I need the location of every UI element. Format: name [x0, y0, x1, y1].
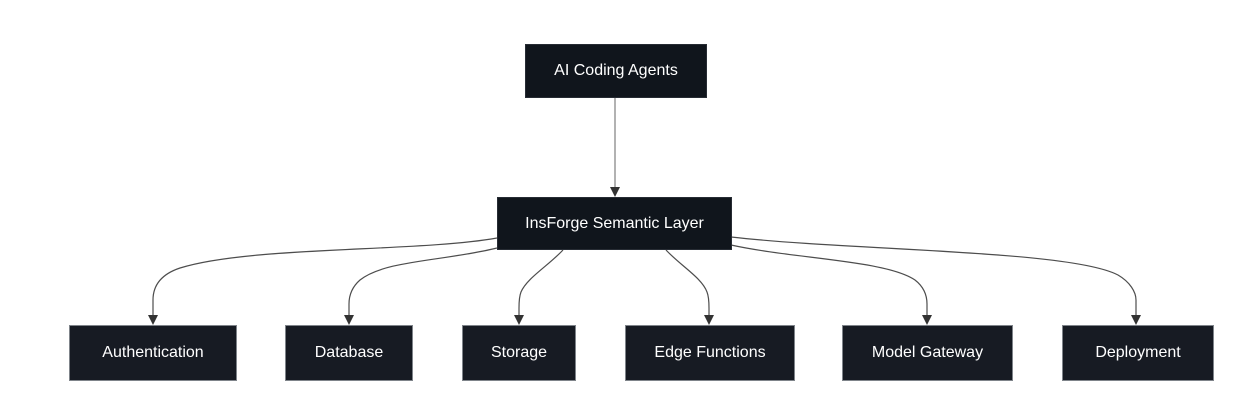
- node-label: Storage: [490, 344, 548, 361]
- edge-line: [665, 249, 710, 315]
- edge-insforge-to-database: [344, 247, 498, 325]
- arrowhead-icon: [514, 315, 524, 325]
- arrowhead-icon: [1131, 315, 1141, 325]
- node-label: Database: [314, 344, 384, 361]
- edge-insforge-to-storage: [514, 249, 564, 325]
- node-deployment: Deployment: [1062, 325, 1214, 381]
- node-label: Authentication: [102, 344, 204, 361]
- edge-insforge-to-model-gateway: [730, 244, 932, 325]
- edge-line: [730, 244, 928, 315]
- edge-agents-to-insforge: [610, 98, 620, 197]
- arrowhead-icon: [148, 315, 158, 325]
- arrowhead-icon: [610, 187, 620, 197]
- node-edge-functions: Edge Functions: [625, 325, 795, 381]
- arrowhead-icon: [704, 315, 714, 325]
- node-label: AI Coding Agents: [554, 62, 678, 79]
- arrowhead-icon: [344, 315, 354, 325]
- node-model-gateway: Model Gateway: [842, 325, 1013, 381]
- edge-insforge-to-authentication: [148, 237, 498, 325]
- node-insforge-semantic-layer: InsForge Semantic Layer: [497, 197, 732, 250]
- node-label: Deployment: [1095, 344, 1181, 361]
- arrowhead-icon: [922, 315, 932, 325]
- node-database: Database: [285, 325, 413, 381]
- edge-line: [152, 237, 498, 315]
- edge-line: [348, 247, 498, 315]
- node-label: Edge Functions: [654, 344, 766, 361]
- node-label: InsForge Semantic Layer: [525, 214, 704, 232]
- node-authentication: Authentication: [69, 325, 237, 381]
- edge-insforge-to-edge-functions: [665, 249, 714, 325]
- node-storage: Storage: [462, 325, 576, 381]
- edge-insforge-to-deployment: [730, 236, 1141, 325]
- edge-line: [730, 236, 1137, 315]
- node-label: Model Gateway: [871, 344, 984, 361]
- node-ai-coding-agents: AI Coding Agents: [525, 44, 707, 98]
- edge-line: [518, 249, 564, 315]
